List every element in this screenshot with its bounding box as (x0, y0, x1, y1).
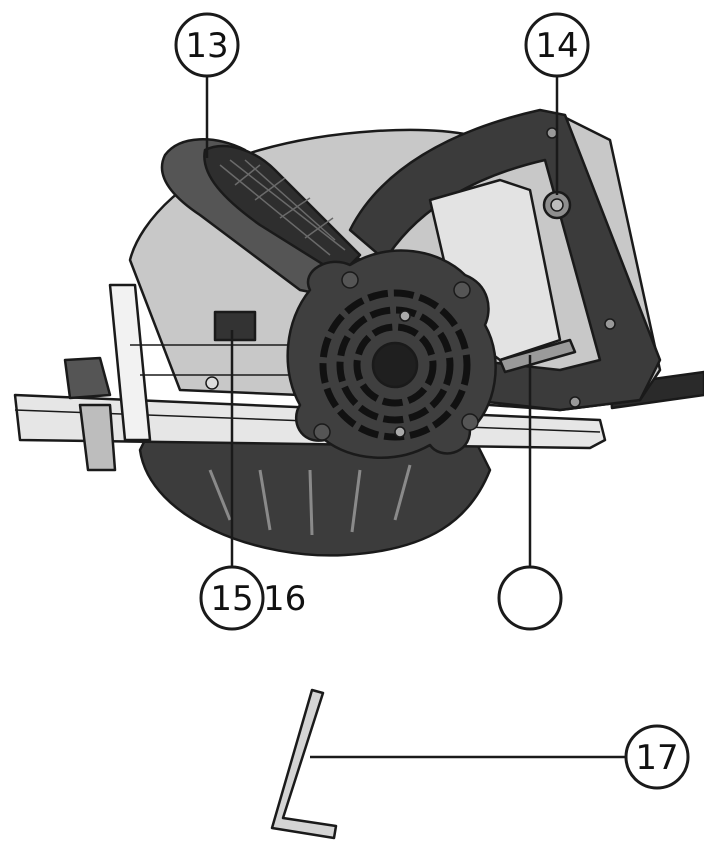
svg-text:13: 13 (185, 26, 228, 66)
lower-blade-guard (138, 428, 492, 557)
circular-saw-illustration (13, 108, 704, 557)
leader-lines (205, 76, 627, 759)
grip-texture (219, 159, 346, 256)
guide-foot (78, 403, 117, 472)
svg-text:14: 14 (535, 26, 578, 66)
callout-15: 15 (199, 565, 265, 631)
motor-vents (319, 289, 471, 441)
svg-text:15: 15 (210, 579, 253, 619)
guide-lock (63, 356, 112, 400)
front-guide (108, 283, 152, 442)
label-16: 16 (263, 579, 306, 619)
callout-13: 13 (174, 12, 240, 78)
depth-lock-lever (213, 310, 257, 342)
callout-14: 14 (524, 12, 590, 78)
hex-key (270, 688, 338, 840)
svg-text:17: 17 (635, 738, 678, 778)
callout-17: 17 (624, 724, 690, 790)
callout-blank (497, 565, 563, 631)
riving-knife (498, 338, 577, 374)
motor-hub (371, 341, 419, 389)
guard-ribs (208, 464, 412, 536)
